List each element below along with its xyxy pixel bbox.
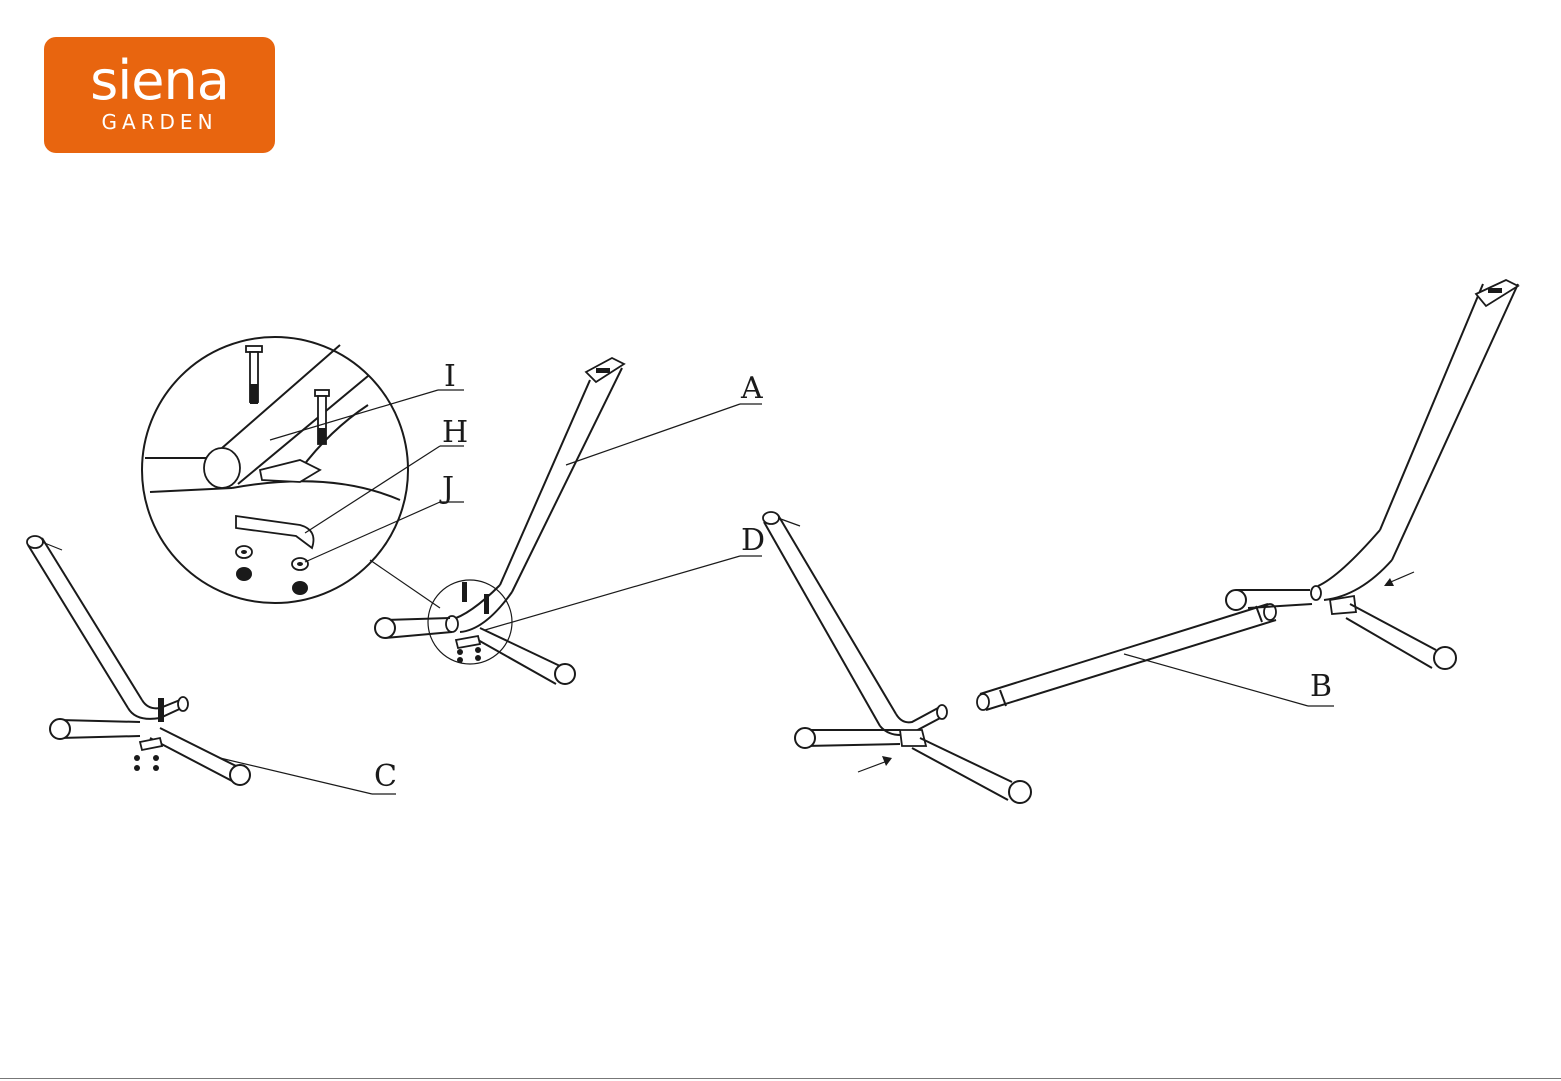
bolt-icon bbox=[315, 390, 329, 444]
middle-stand bbox=[375, 358, 624, 684]
label-I: I bbox=[444, 359, 456, 394]
label-H: H bbox=[442, 415, 468, 450]
label-J: J bbox=[439, 471, 454, 506]
label-B: B bbox=[1310, 669, 1332, 704]
bottom-rule bbox=[0, 1078, 1561, 1079]
label-D-group: D bbox=[485, 523, 765, 630]
assembled-stand bbox=[763, 280, 1518, 803]
label-B-group: B bbox=[1124, 654, 1334, 706]
label-C: C bbox=[374, 759, 397, 794]
label-D: D bbox=[741, 523, 765, 558]
detail-magnifier bbox=[142, 337, 440, 608]
label-A-group: A bbox=[566, 371, 763, 465]
label-A: A bbox=[740, 371, 763, 406]
